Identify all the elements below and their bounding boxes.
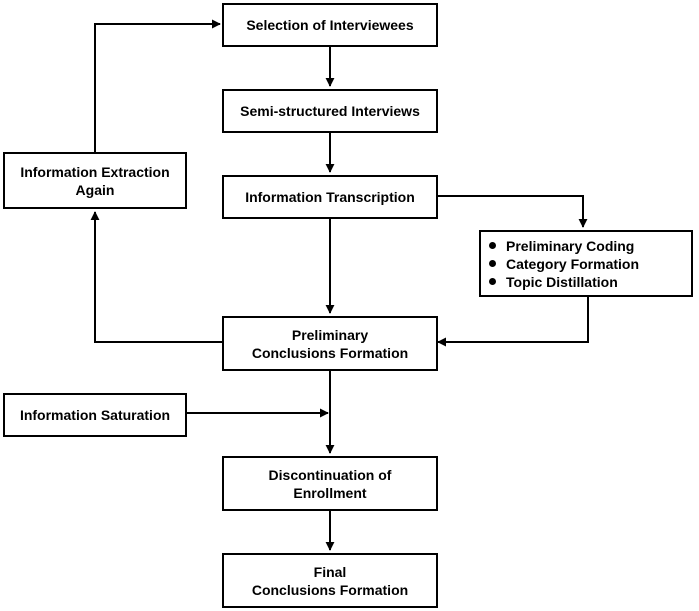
preliminary-conclusions-label-line2: Conclusions Formation [251, 344, 409, 361]
semi-structured-interviews-label: Semi-structured Interviews [240, 103, 420, 119]
bullet-icon [489, 241, 496, 249]
preliminary-conclusions-label-line1: Preliminary [291, 326, 369, 343]
selection-of-interviewees-label: Selection of Interviewees [246, 17, 414, 33]
information-transcription-box: Information Transcription [222, 175, 438, 219]
discontinuation-label-line1: Discontinuation of [268, 466, 392, 483]
bullet-icon [489, 259, 496, 267]
coding-steps-list: Preliminary Coding Category Formation To… [489, 237, 639, 291]
list-item: Topic Distillation [489, 273, 639, 291]
discontinuation-of-enrollment-box: Discontinuation of Enrollment [222, 456, 438, 511]
final-conclusions-label-line1: Final [313, 563, 347, 580]
information-extraction-label-line2: Again [75, 181, 115, 198]
discontinuation-label-line2: Enrollment [293, 484, 367, 501]
arrow-coding-to-preliminary [437, 296, 589, 347]
information-transcription-label: Information Transcription [245, 189, 415, 205]
list-item: Preliminary Coding [489, 237, 639, 255]
arrow-transcription-to-coding [438, 195, 588, 228]
final-conclusions-label-line2: Conclusions Formation [251, 581, 409, 598]
coding-steps-box: Preliminary Coding Category Formation To… [479, 230, 693, 297]
preliminary-conclusions-box: Preliminary Conclusions Formation [222, 316, 438, 371]
information-extraction-again-box: Information Extraction Again [3, 152, 187, 209]
selection-of-interviewees-box: Selection of Interviewees [222, 3, 438, 47]
arrow-preliminary-to-extraction [90, 211, 222, 343]
semi-structured-interviews-box: Semi-structured Interviews [222, 89, 438, 133]
information-extraction-label-line1: Information Extraction [20, 163, 170, 180]
final-conclusions-box: Final Conclusions Formation [222, 553, 438, 608]
arrow-extraction-to-selection [94, 19, 221, 152]
information-saturation-box: Information Saturation [3, 393, 187, 437]
list-item: Category Formation [489, 255, 639, 273]
information-saturation-label: Information Saturation [19, 407, 171, 423]
bullet-icon [489, 277, 496, 285]
